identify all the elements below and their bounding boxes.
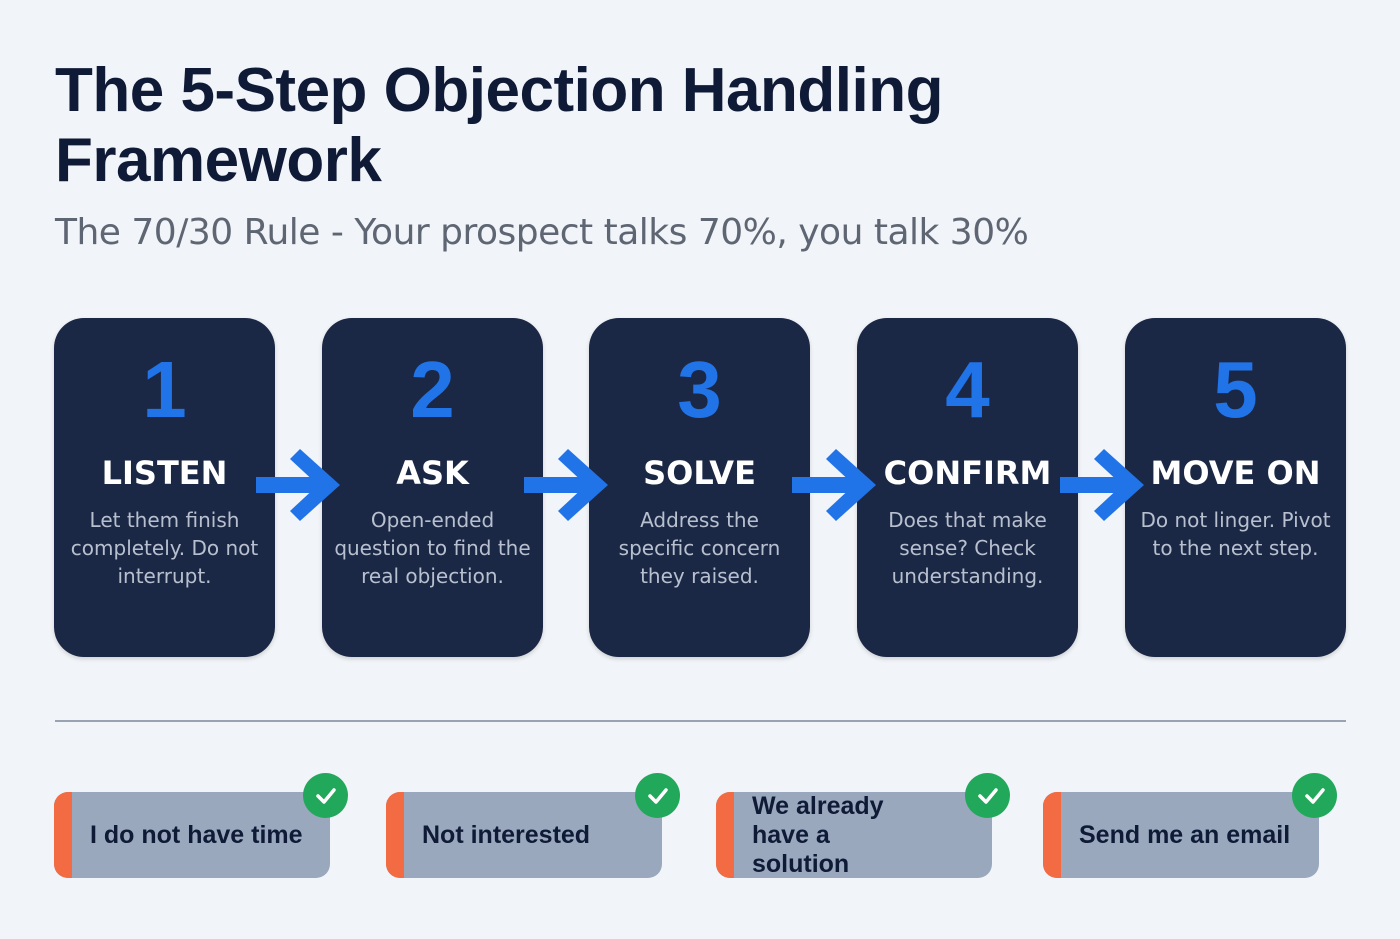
objection-card: Not interested: [386, 773, 680, 878]
check-icon: [635, 773, 680, 818]
objection-accent-bar: [1043, 792, 1061, 878]
step-card-ask: 2 ASK Open-ended question to find the re…: [322, 318, 543, 657]
step-number: 1: [142, 345, 187, 434]
step-card-confirm: 4 CONFIRM Does that make sense? Check un…: [857, 318, 1078, 657]
objection-text: Not interested: [422, 820, 591, 849]
step-number: 5: [1213, 345, 1258, 434]
step-description: Address the specific concern they raised…: [618, 508, 781, 588]
step-description: Does that make sense? Check understandin…: [888, 508, 1047, 588]
page-title: The 5-Step Objection Handling Framework: [55, 56, 943, 195]
objection-accent-bar: [54, 792, 72, 878]
step-card-solve: 3 SOLVE Address the specific concern the…: [589, 318, 810, 657]
step-card-move-on: 5 MOVE ON Do not linger. Pivot to the ne…: [1125, 318, 1346, 657]
step-label: MOVE ON: [1150, 454, 1321, 492]
arrow-right-icon: [1060, 449, 1144, 521]
objection-card: Send me an email: [1043, 773, 1337, 878]
step-description: Do not linger. Pivot to the next step.: [1140, 508, 1331, 560]
section-divider: [55, 720, 1346, 722]
arrow-right-icon: [792, 449, 876, 521]
step-description: Open-ended question to find the real obj…: [334, 508, 531, 588]
check-icon: [1292, 773, 1337, 818]
objection-text: Send me an email: [1079, 820, 1291, 849]
objection-text: We already have a solution: [752, 791, 884, 878]
objection-card: I do not have time: [54, 773, 348, 878]
step-label: CONFIRM: [883, 454, 1052, 492]
step-number: 4: [945, 345, 990, 434]
objection-text: I do not have time: [90, 820, 303, 849]
step-number: 3: [677, 345, 722, 434]
step-description: Let them finish completely. Do not inter…: [70, 508, 259, 588]
step-label: LISTEN: [101, 454, 228, 492]
step-label: ASK: [396, 454, 469, 492]
step-label: SOLVE: [643, 454, 756, 492]
arrow-right-icon: [524, 449, 608, 521]
step-card-listen: 1 LISTEN Let them finish completely. Do …: [54, 318, 275, 657]
objection-accent-bar: [716, 792, 734, 878]
check-icon: [303, 773, 348, 818]
objection-accent-bar: [386, 792, 404, 878]
page-subtitle: The 70/30 Rule - Your prospect talks 70%…: [55, 212, 1029, 253]
step-number: 2: [410, 345, 455, 434]
arrow-right-icon: [256, 449, 340, 521]
check-icon: [965, 773, 1010, 818]
objection-card: We already have a solution: [716, 773, 1010, 878]
